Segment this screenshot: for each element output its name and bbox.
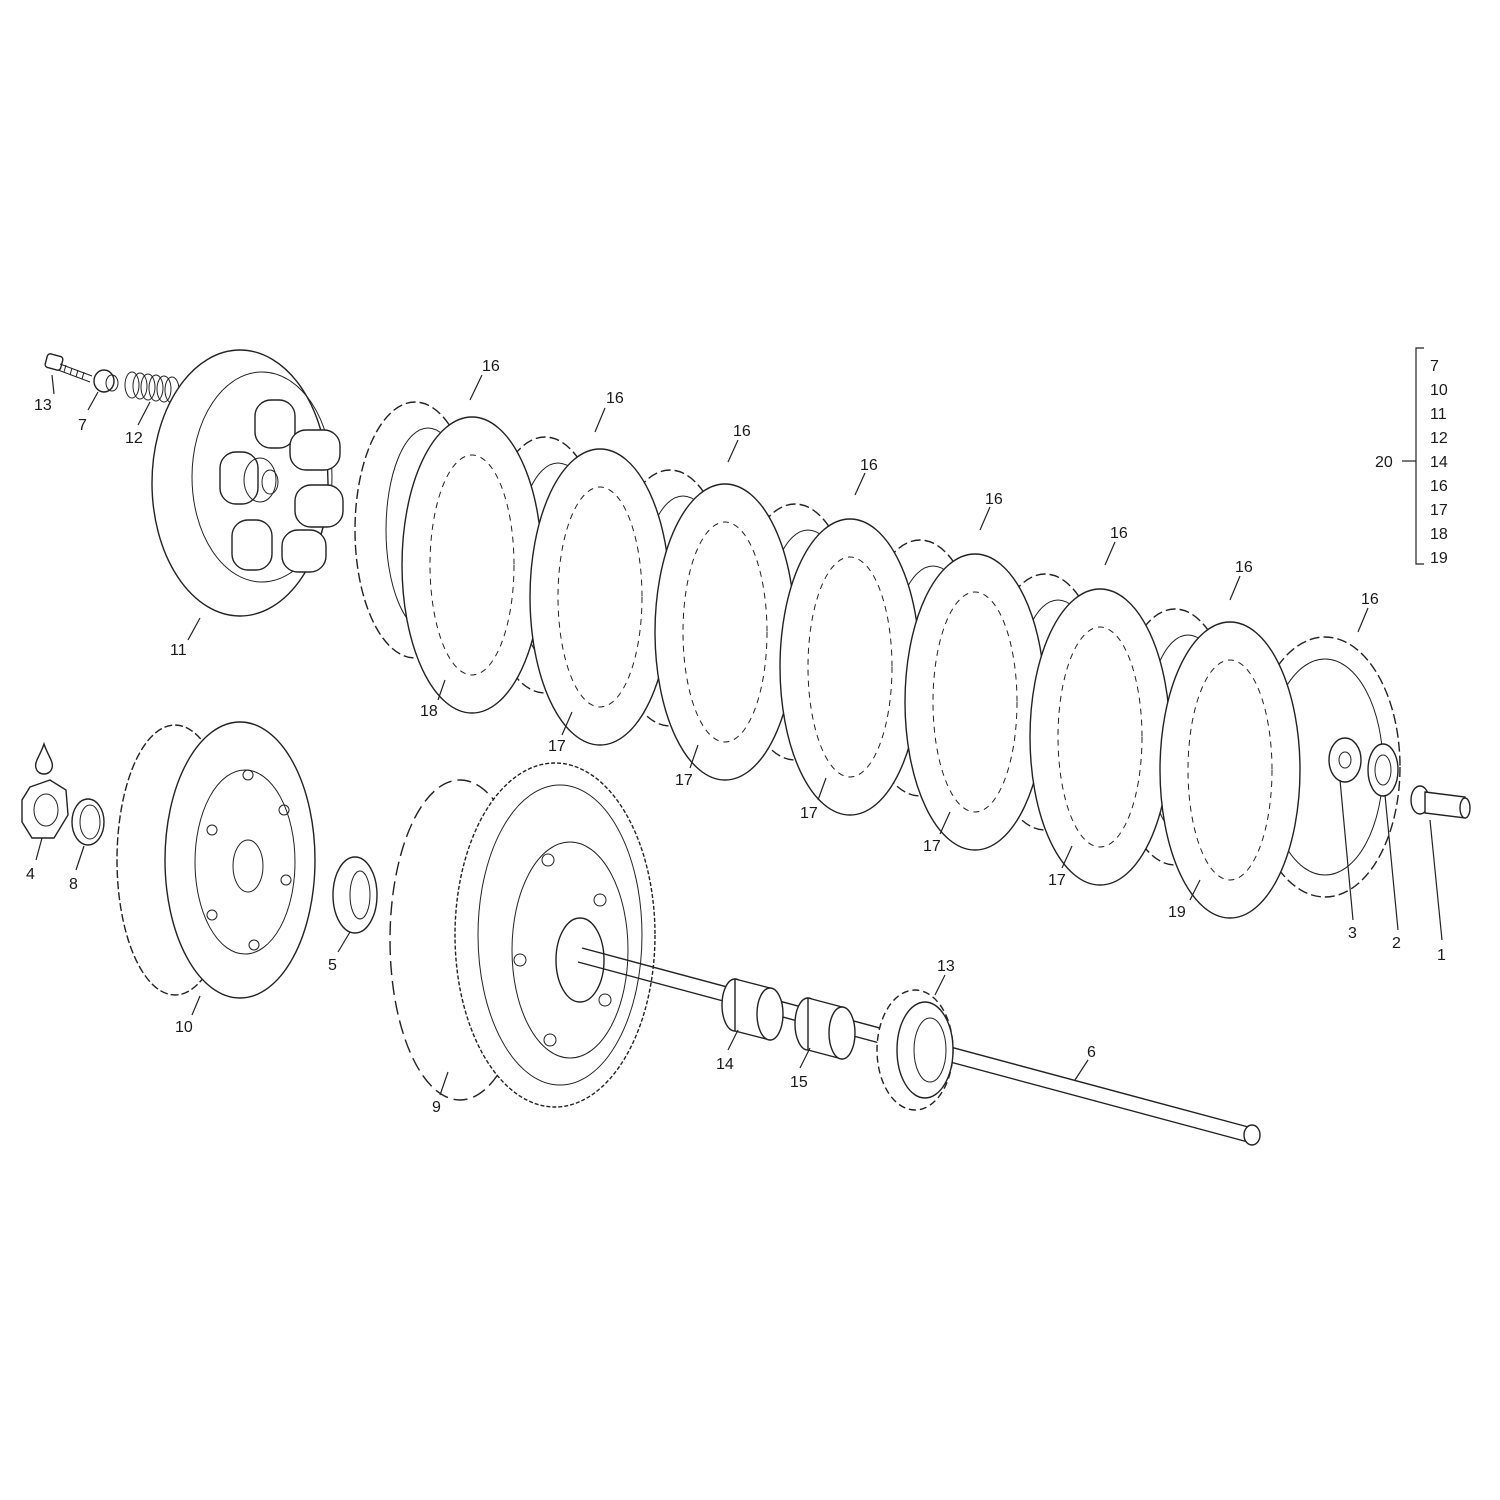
pressure-plate (151, 349, 344, 617)
callout-12: 12 (125, 430, 143, 447)
callout-3: 3 (1348, 925, 1357, 942)
callout-16: 16 (860, 457, 878, 474)
kit-member: 11 (1430, 406, 1447, 423)
kit-member: 16 (1430, 478, 1448, 495)
bolt-part (44, 353, 93, 383)
callout-4: 4 (26, 866, 35, 883)
push-piece (1410, 785, 1471, 819)
callout-16: 16 (482, 358, 500, 375)
leader-lines (35, 374, 1443, 1096)
callout-15: 14 (716, 1056, 734, 1073)
kit-member: 12 (1430, 430, 1448, 447)
callout-19: 19 (1168, 904, 1186, 921)
callout-1: 1 (1437, 947, 1446, 964)
callout-8: 8 (69, 876, 78, 893)
steel-plate (401, 416, 543, 714)
kit-number: 20 (1375, 454, 1393, 471)
callout-18: 18 (420, 703, 438, 720)
kit-member: 17 (1430, 502, 1448, 519)
kit-member: 19 (1430, 550, 1448, 567)
clutch-hub (116, 721, 316, 999)
nut-part (21, 779, 69, 839)
steel-plate (529, 448, 671, 746)
callouts: 13 7 12 11 16 16 16 16 16 16 16 16 18 17… (26, 358, 1446, 1116)
callout-7: 7 (78, 417, 87, 434)
callout-13: 13 (937, 958, 955, 975)
callout-5: 5 (328, 957, 337, 974)
steel-plate (779, 518, 921, 816)
callout-11: 11 (170, 642, 187, 659)
needle-bearing (721, 978, 784, 1041)
lock-washer (71, 798, 105, 846)
callout-17: 17 (675, 772, 693, 789)
callout-17: 17 (1048, 872, 1066, 889)
thrust-washer (1328, 737, 1362, 783)
callout-2: 2 (1392, 935, 1401, 952)
oil-drop-icon (34, 741, 54, 775)
callout-17: 17 (923, 838, 941, 855)
clutch-basket (389, 762, 656, 1108)
washer-part (93, 369, 119, 393)
callout-17: 17 (800, 805, 818, 822)
kit-bracket: 20 7 10 11 12 14 16 17 18 19 (1375, 347, 1448, 567)
steel-plate (654, 483, 796, 781)
callout-17: 17 (548, 738, 566, 755)
callout-16: 16 (606, 390, 624, 407)
callout-16: 16 (985, 491, 1003, 508)
needle-thrust-bearing (1367, 743, 1399, 797)
callout-16: 16 (1235, 559, 1253, 576)
sprocket-gear (876, 989, 954, 1111)
spline-washer (332, 856, 378, 934)
callout-16: 16 (1110, 525, 1128, 542)
kit-member: 10 (1430, 382, 1448, 399)
callout-16: 16 (1361, 591, 1379, 608)
needle-bearing (794, 997, 856, 1060)
callout-6: 6 (1087, 1044, 1096, 1061)
callout-9: 9 (432, 1099, 441, 1116)
kit-member: 7 (1430, 358, 1439, 375)
callout-16: 16 (733, 423, 751, 440)
steel-plate (1029, 588, 1171, 886)
spring-part (124, 371, 180, 404)
callout-14: 13 (34, 397, 52, 414)
callout-15: 15 (790, 1074, 808, 1091)
kit-member: 14 (1430, 454, 1448, 471)
callout-10: 10 (175, 1019, 193, 1036)
kit-member: 18 (1430, 526, 1448, 543)
steel-plate (904, 553, 1046, 851)
steel-plate (1159, 621, 1301, 919)
